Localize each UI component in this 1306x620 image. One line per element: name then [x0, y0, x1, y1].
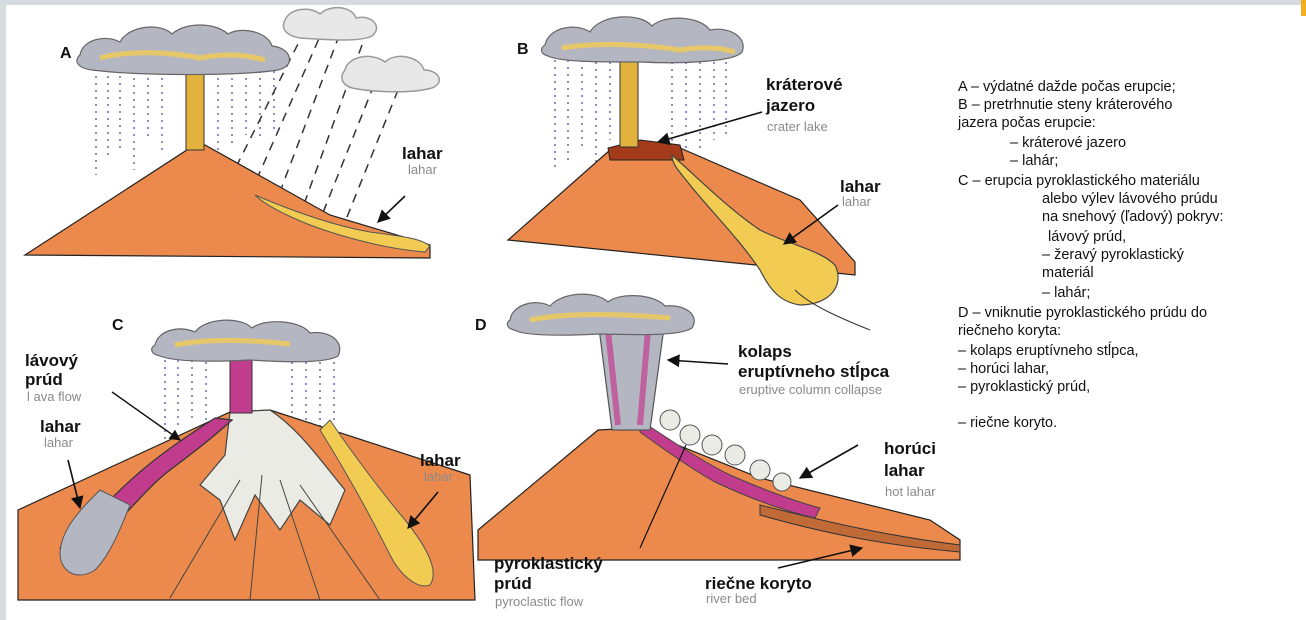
d-hot-lahar-label-2: lahar [884, 462, 925, 479]
legend-line: – žeravý pyroklastický [1042, 248, 1184, 263]
legend-line: alebo výlev lávového prúdu [1042, 192, 1218, 207]
legend-line: riečneho koryta: [958, 324, 1061, 339]
panel-b-crater-arrow [658, 112, 762, 142]
panel-b-ash-cloud [542, 17, 744, 63]
c-lahar-left-label: lahar [40, 418, 81, 435]
legend-line: materiál [1042, 266, 1094, 281]
c-lava-label-1: lávový [25, 352, 78, 369]
panel-a-drawing [25, 8, 439, 258]
d-hot-lahar-label-1: horúci [884, 440, 936, 457]
c-lahar-left-en: lahar [44, 436, 73, 449]
legend-line: C – erupcia pyroklastického materiálu [958, 174, 1200, 189]
a-lahar-label: lahar [402, 145, 443, 162]
d-pyro-label-2: prúd [494, 575, 532, 592]
d-pyro-en: pyroclastic flow [495, 595, 583, 608]
d-kolaps-label-1: kolaps [738, 343, 792, 360]
panel-letter-a: A [60, 46, 72, 62]
panel-letter-c: C [112, 318, 124, 334]
legend-line: – kolaps eruptívneho stĺpca, [958, 344, 1139, 359]
panel-a-lahar-arrow [378, 196, 405, 222]
panel-a-raincloud [283, 8, 439, 92]
panel-d-drawing [478, 294, 960, 568]
c-lava-label-2: prúd [25, 371, 63, 388]
legend-line: – riečne koryto. [958, 416, 1057, 431]
c-lava-en: l ava flow [27, 390, 81, 403]
b-crater-label-2: jazero [766, 97, 815, 114]
legend-line: – kráterové jazero [1010, 136, 1126, 151]
panel-d-kolaps-arrow [668, 360, 728, 364]
d-river-en: river bed [706, 592, 757, 605]
b-lahar-label: lahar [840, 178, 881, 195]
panel-b-column [620, 55, 638, 147]
legend-line: – pyroklastický prúd, [958, 380, 1090, 395]
legend-line: lávový prúd, [1048, 230, 1126, 245]
panel-c-drawing [18, 320, 475, 600]
legend-line: B – pretrhnutie steny kráterového [958, 98, 1172, 113]
panel-d-hot-lahar-arrow [800, 445, 858, 478]
legend-line: A – výdatné dažde počas erupcie; [958, 80, 1176, 95]
c-lahar-right-en: lahar [424, 470, 453, 483]
panel-a-ash-cloud [77, 25, 290, 75]
legend-line: – lahár; [1010, 154, 1058, 169]
d-kolaps-label-2: eruptívneho stĺpca [738, 363, 889, 380]
panel-letter-b: B [517, 42, 529, 58]
legend-line: D – vniknutie pyroklastického prúdu do [958, 306, 1207, 321]
d-river-label: riečne koryto [705, 575, 812, 592]
panel-letter-d: D [475, 318, 487, 334]
b-crater-label-1: kráterové [766, 76, 843, 93]
panel-c-lava-arrow [112, 392, 180, 440]
legend-line: na snehový (ľadový) pokryv: [1042, 210, 1224, 225]
a-lahar-en: lahar [408, 163, 437, 176]
panel-a-column [186, 70, 204, 150]
d-pyro-label-1: pyroklastický [494, 555, 603, 572]
d-kolaps-en: eruptive column collapse [739, 383, 882, 396]
legend-line: jazera počas erupcie: [958, 116, 1096, 131]
b-lahar-en: lahar [842, 195, 871, 208]
b-crater-en: crater lake [767, 120, 828, 133]
legend-line: – horúci lahar, [958, 362, 1049, 377]
d-hot-lahar-en: hot lahar [885, 485, 936, 498]
panel-b-drawing [508, 17, 870, 330]
legend-line: – lahár; [1042, 286, 1090, 301]
c-lahar-right-label: lahar [420, 452, 461, 469]
